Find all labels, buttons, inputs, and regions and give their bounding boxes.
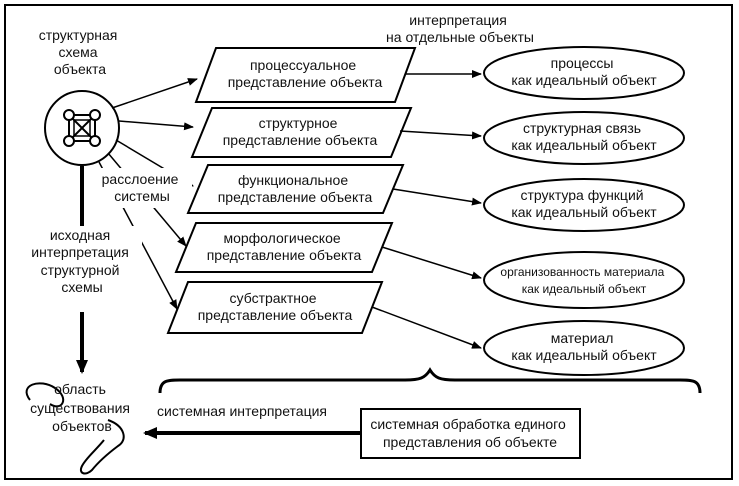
interpretation-top-label: интерпретация на отдельные объекты: [386, 12, 534, 45]
representation-substrate: субстрактное представление объекта: [166, 281, 384, 334]
existence-loop-bottom: [80, 419, 125, 475]
svg-text:структурная связь как ид: структурная связь как идеальный объект: [511, 120, 657, 153]
svg-text:морфологическое представ: морфологическое представление объекта: [207, 230, 362, 263]
arrow-functional-ideal: [392, 188, 482, 206]
system-processing-box: системная обработка единого представлени…: [360, 408, 581, 459]
ideal-object-structural-link: структурная связь как идеальный объект: [483, 111, 685, 165]
ideal-object-material: материал как идеальный объект: [483, 320, 685, 376]
svg-text:материал как идеальный о: материал как идеальный объект: [511, 330, 657, 363]
svg-text:структурное представлени: структурное представление объекта: [223, 115, 378, 148]
arrow-morphological-ideal: [381, 246, 482, 280]
existence-loop-top: [25, 382, 65, 408]
svg-text:процессуальное представл: процессуальное представление объекта: [228, 57, 383, 90]
initial-interpretation-label: исходная интерпретация структурной схемы: [31, 227, 132, 295]
grouping-brace: [158, 367, 702, 394]
ideal-object-function-structure: структура функций как идеальный объект: [483, 178, 685, 232]
svg-text:процессы как идеальный о: процессы как идеальный объект: [511, 55, 657, 88]
ideal-object-processes: процессы как идеальный объект: [483, 46, 685, 100]
svg-text:организованность материала: организованность материала как идеальный…: [500, 265, 667, 296]
svg-text:субстрактное представлен: субстрактное представление объекта: [198, 290, 353, 323]
arrow-to-structural: [118, 120, 194, 131]
arrow-substrate-ideal: [371, 306, 482, 349]
stratification-label: расслоение системы: [102, 171, 183, 204]
representation-structural: структурное представление объекта: [190, 107, 413, 158]
svg-text:системная обработка единого: системная обработка единого представлени…: [370, 416, 569, 450]
representation-morphological: морфологическое представление объекта: [174, 222, 394, 273]
ideal-object-material-organization: организованность материала как идеальный…: [483, 251, 685, 309]
svg-text:структура функций как ид: структура функций как идеальный объект: [511, 187, 657, 220]
arrow-to-process: [111, 78, 198, 109]
scheme-title: структурная схема объекта: [39, 27, 122, 77]
system-interpretation-label: системная интерпретация: [157, 403, 327, 419]
arrow-structural-ideal: [399, 130, 482, 140]
structure-scheme-icon: [44, 90, 120, 166]
existence-area-label: область существования объектов: [30, 381, 134, 434]
svg-text:функциональное представл: функциональное представление объекта: [218, 172, 373, 205]
representation-functional: функциональное представление объекта: [186, 164, 405, 214]
diagram-frame: [4, 4, 733, 480]
representation-process: процессуальное представление объекта: [194, 47, 417, 103]
